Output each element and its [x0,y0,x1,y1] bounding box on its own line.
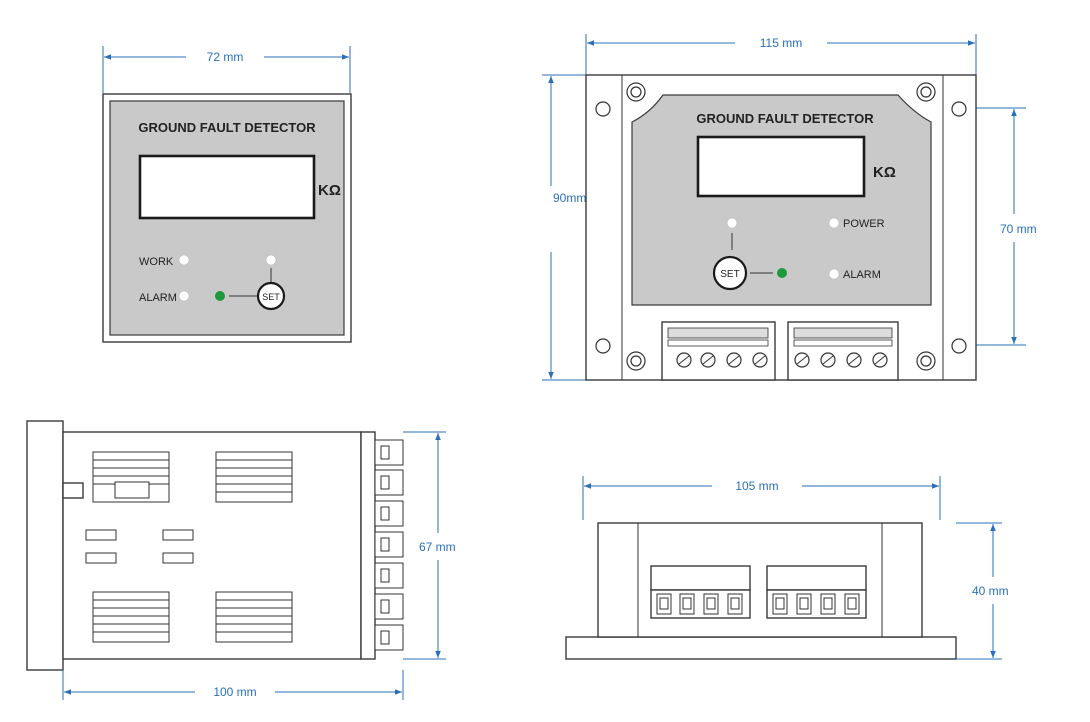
mount-green-led-icon [777,268,787,278]
side-depth-dim: 100 mm [213,685,256,699]
bottom-terminal-left [650,565,751,619]
bottom-height-dim: 40 mm [972,584,1009,598]
front-alarm-label: ALARM [139,292,177,304]
front-width-dim: 72 mm [207,50,244,64]
front-set-button[interactable] [256,281,286,311]
work-led-icon [178,254,190,266]
mount-height-dim: 90mm [553,191,586,205]
mount-hole-icon [595,101,611,117]
front-set-label: SET [262,292,280,302]
front-work-label: WORK [139,256,174,268]
front-up-led-icon [265,254,277,266]
mount-inner-dim: 70 mm [1000,222,1037,236]
bottom-width-dim: 105 mm [735,479,778,493]
side-terminals [374,439,404,651]
side-slot [162,552,194,564]
terminal-block-right [787,321,899,381]
front-display [138,154,316,220]
side-view: 67 mm 100 mm [26,420,456,700]
mount-up-led-icon [726,217,738,229]
bottom-terminal-right [766,565,867,619]
side-vent-bottom-left [92,591,170,643]
bottom-body [597,522,923,638]
mount-hole-icon [951,338,967,354]
mount-title: GROUND FAULT DETECTOR [696,111,874,126]
side-slot [162,529,194,541]
side-height-dim: 67 mm [419,540,456,554]
mount-hole-icon [595,338,611,354]
side-slot [85,552,117,564]
side-bezel [26,420,64,671]
bottom-base-plate [565,636,957,660]
terminal-block-left [661,321,776,381]
mount-set-label: SET [720,269,739,280]
mount-alarm-label: ALARM [843,269,881,281]
mount-width-dim: 115 mm [760,36,802,50]
side-vent-top-right [215,451,293,503]
side-slot [85,529,117,541]
front-view: 72 mm GROUND FAULT DETECTOR KΩ WORK ALAR… [102,46,352,343]
power-led-icon [828,217,840,229]
front-green-led-icon [215,291,225,301]
mount-set-button[interactable] [712,255,748,291]
alarm-led-icon [178,290,190,302]
mount-unit: KΩ [873,164,896,181]
front-title: GROUND FAULT DETECTOR [138,120,316,135]
mount-display [696,135,866,198]
mount-alarm-led-icon [828,268,840,280]
bottom-view: 105 mm 40 mm [565,476,1009,660]
mount-hole-icon [951,101,967,117]
mount-view: 115 mm 90mm 70 mm GROUND FAULT DETECTOR … [542,34,1037,381]
side-vent-bottom-right [215,591,293,643]
side-vent-top-left [92,451,170,503]
front-unit: KΩ [318,182,341,199]
mount-power-label: POWER [843,218,885,230]
